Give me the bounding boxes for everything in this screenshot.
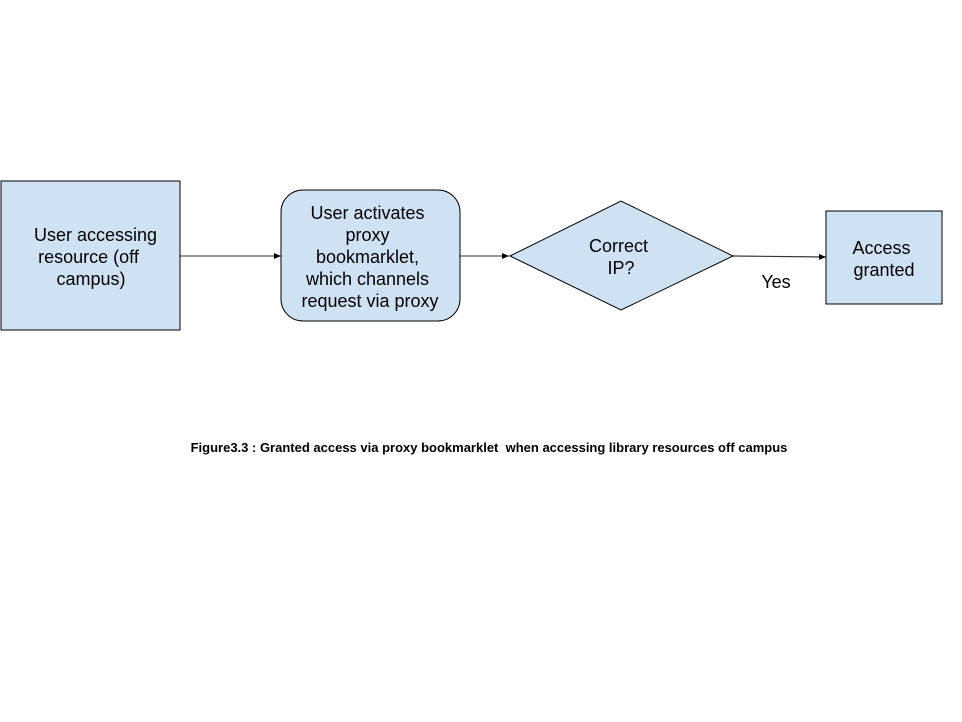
svg-text:Correct IP?: Correct IP? xyxy=(589,236,653,278)
node-activate-proxy-bookmarklet: User activates proxy bookmarklet, which … xyxy=(280,189,461,322)
svg-text:User accessing resource: User accessing resource (off campus) xyxy=(34,225,162,289)
node-text-line: resource (off xyxy=(38,247,140,267)
node-text-line: granted xyxy=(853,260,914,280)
node-text-line: Correct xyxy=(589,236,648,256)
edge-decision-to-granted xyxy=(732,253,827,260)
node-text-line: IP? xyxy=(607,258,634,278)
edge-label-yes: Yes xyxy=(761,272,790,292)
node-text-line: Access xyxy=(852,238,910,258)
node-text-line: request via proxy xyxy=(301,291,438,311)
node-access-granted: Access granted xyxy=(825,210,943,305)
node-text-line: User accessing xyxy=(34,225,157,245)
figure-caption: Figure3.3 : Granted access via proxy boo… xyxy=(190,440,788,455)
node-correct-ip-decision: Correct IP? xyxy=(508,200,735,311)
node-user-accessing-resource: User accessing resource (off campus) xyxy=(0,180,181,331)
node-text-line: bookmarklet, xyxy=(316,247,419,267)
svg-text:User activates proxy: User activates proxy bookmarklet, which … xyxy=(301,203,438,311)
svg-text:Access granted: Access granted xyxy=(852,238,915,280)
node-text-line: campus) xyxy=(56,269,125,289)
node-text-line: proxy xyxy=(345,225,389,245)
node-text-line: User activates xyxy=(310,203,424,223)
node-text-line: which channels xyxy=(305,269,429,289)
